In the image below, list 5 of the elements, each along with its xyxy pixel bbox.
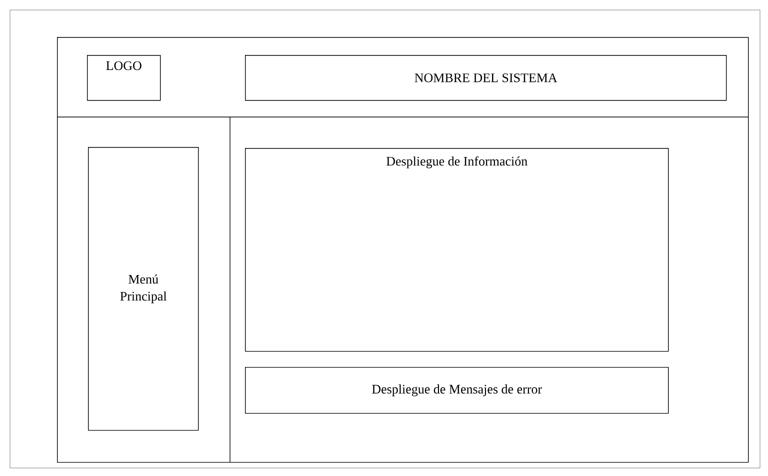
title-box: NOMBRE DEL SISTEMA — [245, 55, 727, 101]
error-message-panel: Despliegue de Mensajes de error — [245, 366, 669, 414]
placeholder-box: LOGO — [87, 55, 161, 101]
menu-panel: Menú Principal — [88, 147, 199, 431]
content-panel: Despliegue de Información — [245, 148, 669, 352]
